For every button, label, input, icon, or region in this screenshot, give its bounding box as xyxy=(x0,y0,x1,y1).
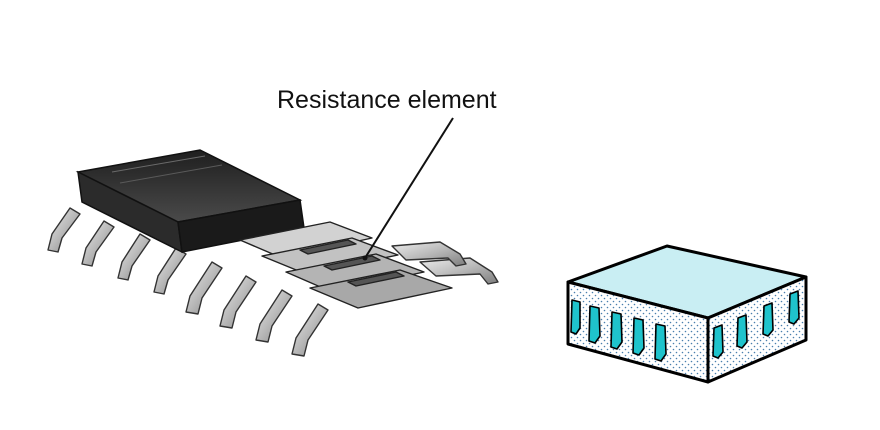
callout-pointer-tip xyxy=(362,255,368,261)
chip-leads xyxy=(570,290,800,362)
package-body xyxy=(75,149,305,254)
left-leads xyxy=(47,207,187,295)
resistance-element-label: Resistance element xyxy=(277,86,497,114)
lead-frame xyxy=(239,221,453,309)
resistor-network-package xyxy=(47,149,499,357)
callout-pointer xyxy=(364,117,454,259)
right-leads xyxy=(185,241,499,357)
chip-right-face xyxy=(706,275,808,384)
